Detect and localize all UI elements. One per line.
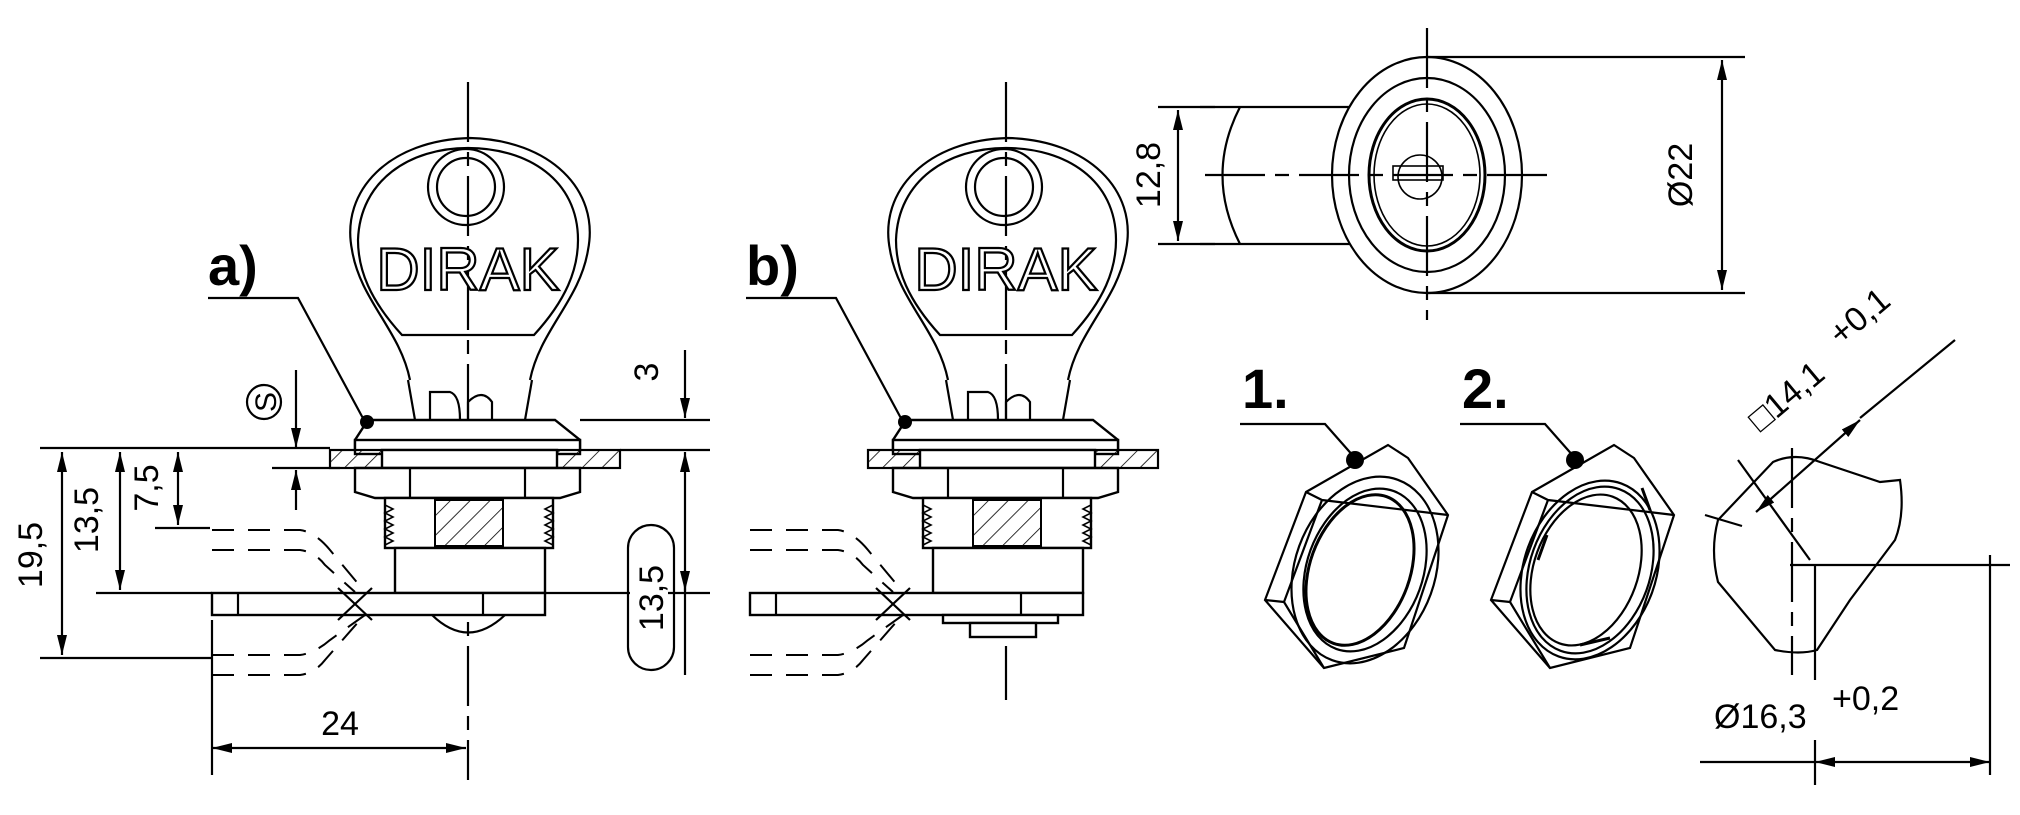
dimension-dia-tol: +0,2 [1832,680,1899,718]
boxed-dimension-frame [626,523,676,672]
dimension-12-8: 12,8 [1130,142,1168,208]
alternate-cam-position [212,529,373,676]
dimension-7-5: 7,5 [128,464,166,511]
keyhole-icon [1392,154,1444,200]
cam-plate [210,591,547,617]
thread [921,499,1093,547]
variant-a-side-view: DIRAK a) [12,82,710,780]
front-view: 12,8 Ø22 [1130,28,1745,320]
s-symbol-label: S [250,392,283,412]
dimension-square-14-1: □14,1 [1741,354,1832,439]
dimension-dia-22: Ø22 [1662,143,1700,207]
variant-b-side-view: DIRAK b) [746,82,1160,700]
dimension-3: 3 [628,363,666,382]
alternate-cam-position [750,529,911,676]
dimension-13-5-boxed: 13,5 [633,565,671,631]
key-brand-label: DIRAK [376,236,559,303]
square-dimension: □14,1 +0,1 [1741,281,1898,439]
dimension-square-tol: +0,1 [1822,281,1898,353]
variant-b-label: b) [746,234,799,297]
dimension-13-5-left: 13,5 [68,487,106,553]
nut-2: 2. [1460,357,1676,670]
nut-2-label: 2. [1462,357,1509,420]
key-brand-label: DIRAK [914,236,1097,303]
thread [383,499,555,547]
key-icon: DIRAK [349,136,591,421]
variant-a-label: a) [208,234,258,297]
nut-1: 1. [1240,357,1450,670]
dimension-24: 24 [321,705,359,743]
dimension-dia-16-3: Ø16,3 [1714,698,1807,736]
cam-plate [748,591,1085,617]
cam-hole-view: □14,1 +0,1 Ø16,3 +0,2 [1700,281,2010,785]
key-icon: DIRAK [887,136,1129,421]
nut-1-label: 1. [1242,357,1289,420]
dimension-19-5: 19,5 [12,522,50,588]
s-symbol-circle [245,383,283,421]
